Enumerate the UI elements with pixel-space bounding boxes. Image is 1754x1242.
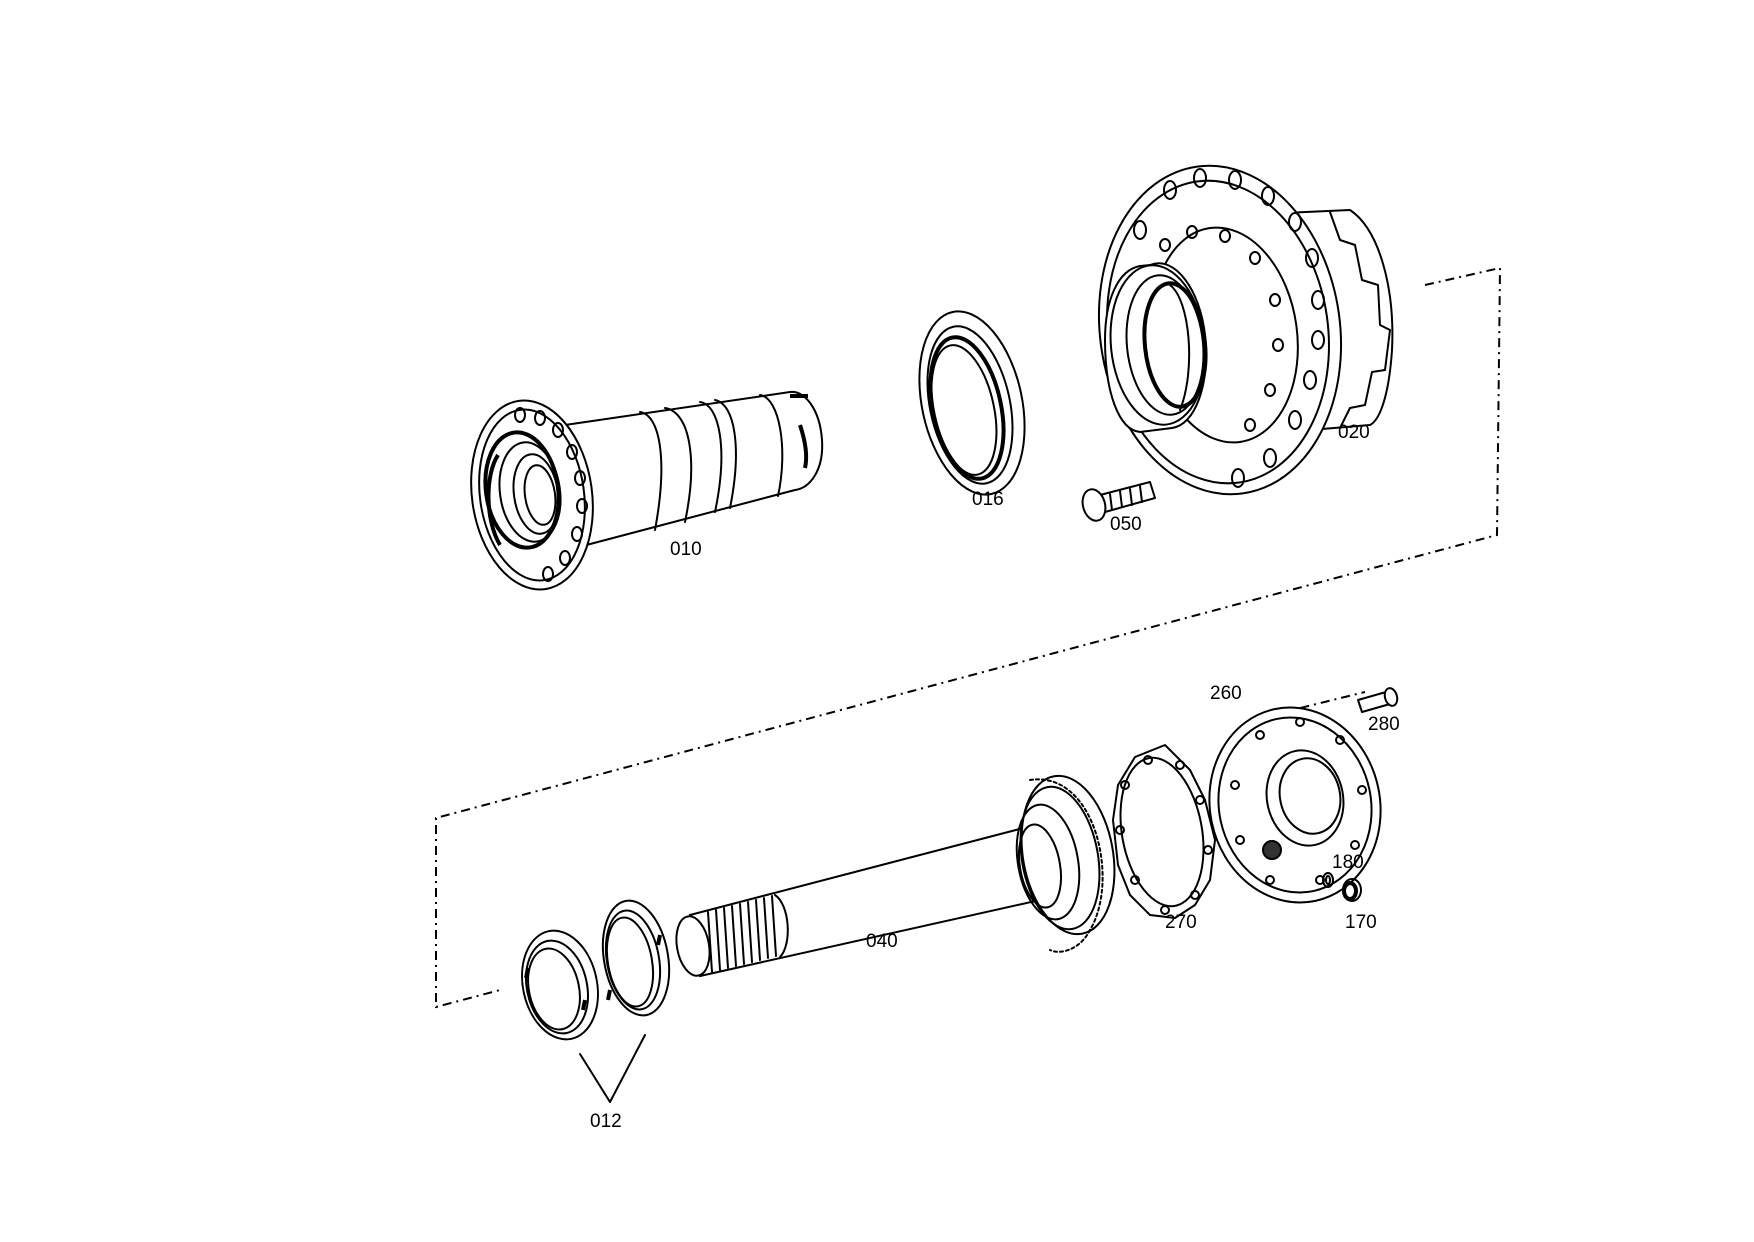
label-280: 280 — [1368, 714, 1400, 735]
part-270-gasket — [1112, 744, 1216, 919]
part-050-stud — [1081, 481, 1156, 522]
part-280-screw — [1357, 687, 1399, 713]
label-180: 180 — [1332, 852, 1364, 873]
part-012-ring-pair — [521, 899, 671, 1103]
label-260: 260 — [1210, 683, 1242, 704]
label-012: 012 — [590, 1111, 622, 1132]
part-040-shaft — [675, 774, 1116, 978]
label-040: 040 — [866, 931, 898, 952]
part-010-spindle — [470, 390, 824, 591]
label-010: 010 — [670, 539, 702, 560]
label-170: 170 — [1345, 912, 1377, 933]
part-170-plug — [1342, 878, 1362, 902]
part-020-hub — [1097, 164, 1394, 496]
label-050: 050 — [1110, 514, 1142, 535]
part-260-cover — [1208, 706, 1382, 904]
label-270: 270 — [1165, 912, 1197, 933]
label-016: 016 — [972, 489, 1004, 510]
part-180-o-ring — [1322, 872, 1334, 888]
label-020: 020 — [1338, 422, 1370, 443]
part-016-ring — [918, 310, 1026, 496]
